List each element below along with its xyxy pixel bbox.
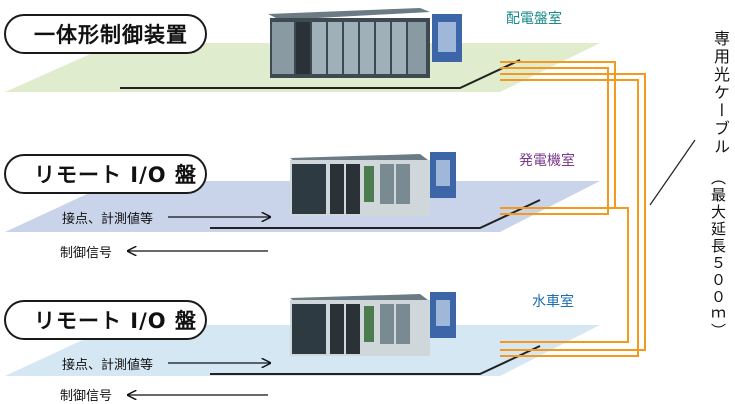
signal-output-label-1: 制御信号 [60, 246, 113, 261]
floor-edge-1 [120, 59, 521, 89]
integrated-controller-unit [268, 8, 462, 78]
signal-output-label-2: 制御信号 [60, 389, 113, 404]
remote-io-unit-1 [290, 152, 456, 216]
label-remote-io-panel-1: リモート I/O 盤 [4, 154, 207, 194]
room-generator: 発電機室 [519, 153, 575, 169]
remote-io-unit-2 [290, 292, 456, 356]
floor-edge-2 [210, 199, 541, 229]
room-turbine: 水車室 [532, 294, 574, 310]
label-remote-io-panel-2: リモート I/O 盤 [4, 300, 207, 340]
signal-input-label-1: 接点、計測値等 [62, 212, 154, 227]
label-integrated-controller: 一体形制御装置 [4, 14, 207, 54]
signal-input-label-2: 接点、計測値等 [62, 358, 154, 373]
cable-callout-line [649, 139, 696, 206]
room-distribution: 配電盤室 [506, 11, 562, 27]
cable-name-label: 専用光ケーブル [711, 30, 730, 156]
optical-cable [500, 61, 646, 357]
cable-length-note: （最大延長５００ｍ） [709, 170, 727, 340]
